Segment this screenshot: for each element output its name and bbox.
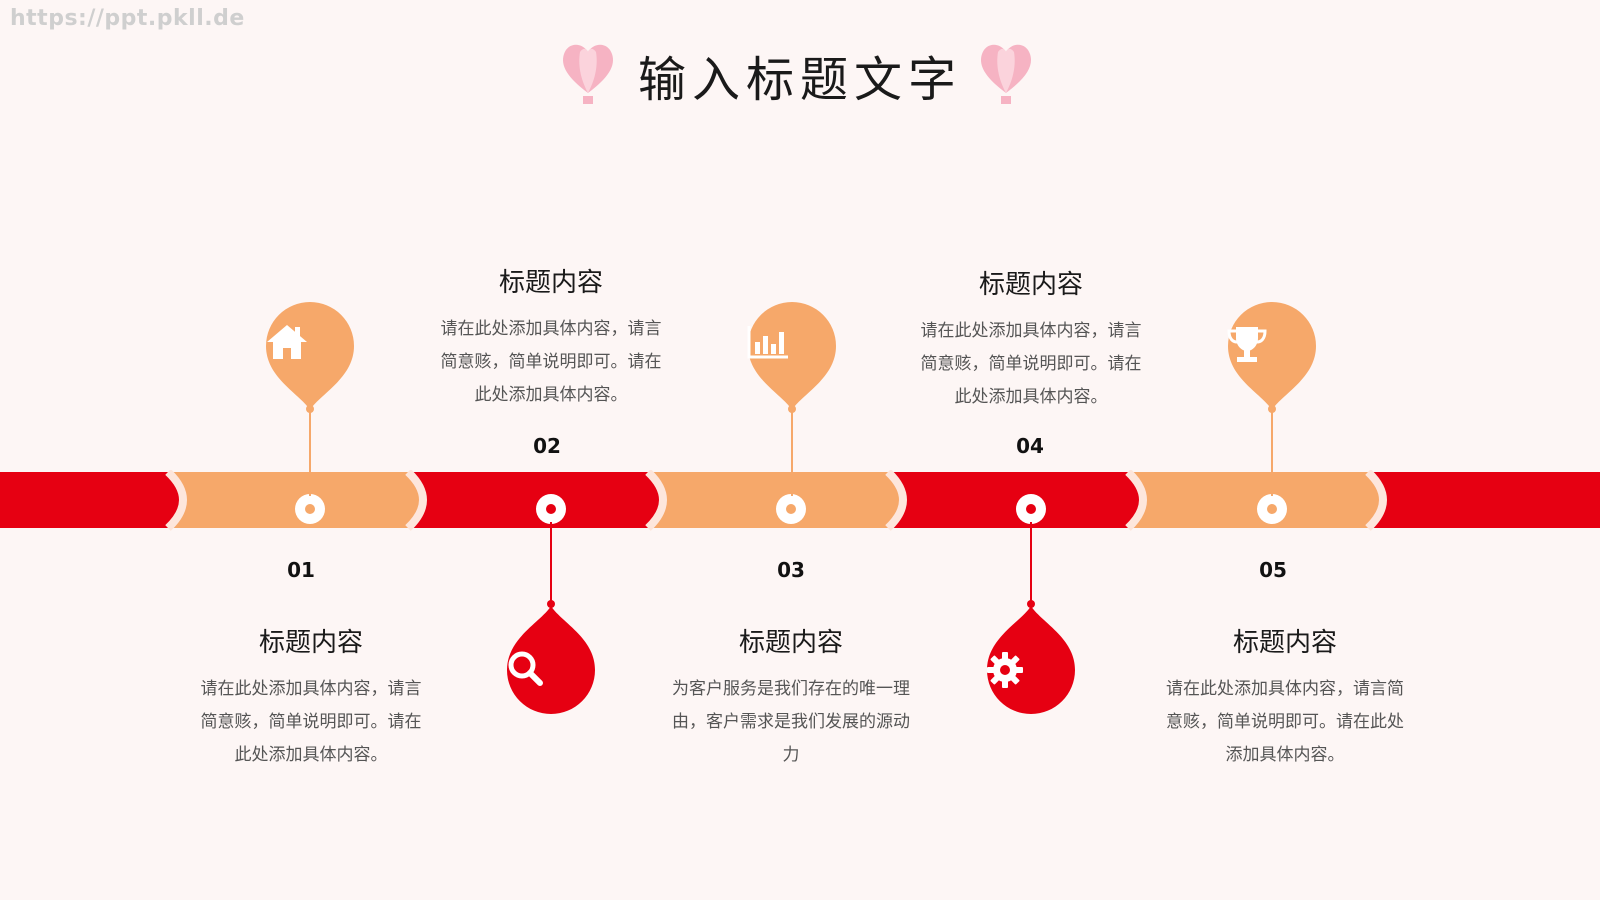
- step-05-content: 标题内容 请在此处添加具体内容，请言简意赅，简单说明即可。请在此处添加具体内容。: [1160, 622, 1410, 772]
- pin-anchor-dot: [1268, 405, 1276, 413]
- step-05-pin: [1226, 300, 1318, 412]
- gear-icon: [985, 650, 1077, 690]
- trophy-icon: [1226, 324, 1318, 364]
- step-04-pin: [985, 604, 1077, 716]
- step-text-line: 请在此处添加具体内容，请言: [200, 679, 422, 699]
- step-text-line: 请在此处添加具体内容，请言简: [1166, 679, 1404, 699]
- step-02-content: 标题内容 请在此处添加具体内容，请言简意赅，简单说明即可。请在此处添加具体内容。: [426, 262, 676, 412]
- step-text-line: 简意赅，简单说明即可。请在: [920, 354, 1142, 374]
- step-number: 02: [533, 434, 561, 458]
- timeline-node-05: [1257, 494, 1287, 524]
- pin-anchor-dot: [547, 600, 555, 608]
- step-text-line: 力: [782, 745, 800, 765]
- step-text-line: 简意赅，简单说明即可。请在: [200, 712, 422, 732]
- step-text-line: 意赅，简单说明即可。请在此处: [1166, 712, 1404, 732]
- step-text-line: 添加具体内容。: [1225, 745, 1345, 765]
- pin-stem: [791, 410, 793, 496]
- step-number: 04: [1016, 434, 1044, 458]
- pin-stem: [309, 410, 311, 496]
- page-title: 输入标题文字: [637, 52, 962, 108]
- step-04-content: 标题内容 请在此处添加具体内容，请言简意赅，简单说明即可。请在此处添加具体内容。: [906, 264, 1156, 414]
- step-number: 03: [777, 558, 805, 582]
- step-heading: 标题内容: [258, 628, 363, 658]
- step-03-content: 标题内容 为客户服务是我们存在的唯一理由，客户需求是我们发展的源动力: [666, 622, 916, 772]
- step-01-pin: [264, 300, 356, 412]
- step-02-pin: [505, 604, 597, 716]
- heart-balloon-icon: [558, 38, 618, 108]
- step-number: 05: [1259, 558, 1287, 582]
- pin-stem: [1030, 522, 1032, 604]
- step-text-line: 由，客户需求是我们发展的源动: [672, 712, 910, 732]
- timeline-node-02: [536, 494, 566, 524]
- watermark-url: https://ppt.pkll.de: [10, 6, 245, 31]
- step-text-line: 简意赅，简单说明即可。请在: [440, 352, 662, 372]
- step-number: 01: [287, 558, 315, 582]
- step-heading: 标题内容: [498, 268, 603, 298]
- home-icon: [264, 322, 356, 362]
- bar-chart-icon: [746, 324, 838, 360]
- step-text-line: 为客户服务是我们存在的唯一理: [672, 679, 910, 699]
- heart-balloon-icon: [976, 38, 1036, 108]
- timeline-node-03: [776, 494, 806, 524]
- step-01-content: 标题内容 请在此处添加具体内容，请言简意赅，简单说明即可。请在此处添加具体内容。: [186, 622, 436, 772]
- pin-stem: [1271, 410, 1273, 496]
- step-text-line: 此处添加具体内容。: [954, 387, 1108, 407]
- pin-anchor-dot: [1027, 600, 1035, 608]
- search-icon: [505, 648, 597, 688]
- pin-anchor-dot: [306, 405, 314, 413]
- step-text-line: 请在此处添加具体内容，请言: [920, 321, 1142, 341]
- pin-anchor-dot: [788, 405, 796, 413]
- step-03-pin: [746, 300, 838, 412]
- step-heading: 标题内容: [1232, 628, 1337, 658]
- step-text-line: 请在此处添加具体内容，请言: [440, 319, 662, 339]
- step-text-line: 此处添加具体内容。: [474, 385, 628, 405]
- pin-stem: [550, 522, 552, 604]
- step-heading: 标题内容: [738, 628, 843, 658]
- timeline-node-04: [1016, 494, 1046, 524]
- step-text-line: 此处添加具体内容。: [234, 745, 388, 765]
- timeline-node-01: [295, 494, 325, 524]
- step-heading: 标题内容: [978, 270, 1083, 300]
